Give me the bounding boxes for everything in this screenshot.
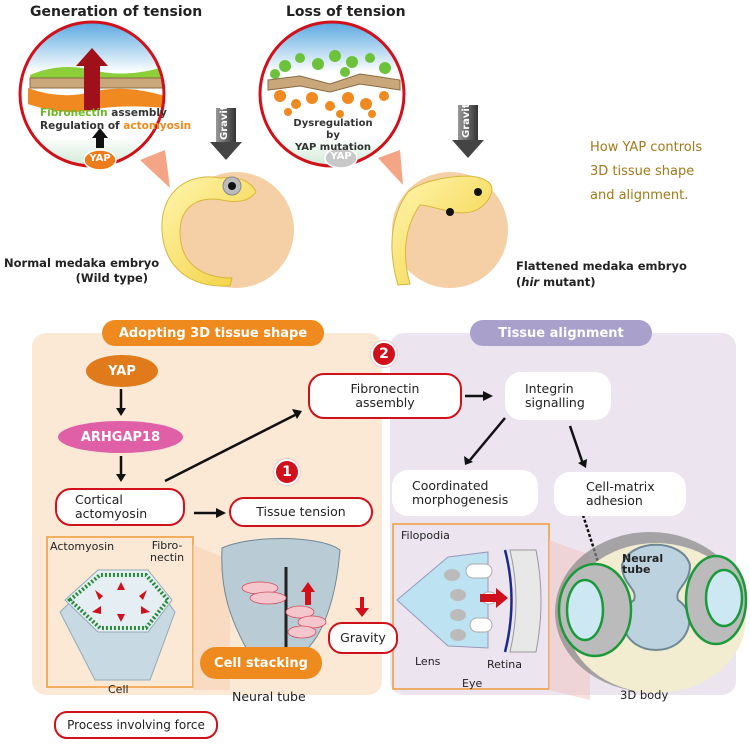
integrin-line: Integrin — [525, 381, 574, 396]
actomyosin-word: actomyosin — [123, 120, 192, 132]
assembly-word: assembly — [107, 107, 167, 119]
red-up-arrow — [76, 48, 108, 110]
actomyosin-line: actomyosin — [75, 506, 148, 521]
caption-line-1: How YAP controls — [590, 140, 703, 155]
tension-inset-right — [258, 20, 406, 169]
zoom-cone-right — [378, 150, 403, 185]
neural-tube-section — [221, 538, 341, 656]
yap-label-inactive: YAP — [330, 151, 352, 162]
gravity-arrow-right — [452, 105, 484, 158]
yap-label-active: YAP — [89, 153, 111, 164]
gravity-small-arrow — [355, 597, 369, 617]
embryo-hir-mutant — [391, 172, 508, 288]
inset-text-left: Fibronectin assembly Regulation of actom… — [40, 107, 191, 133]
embryo-label-hir-mutant: Flattened medaka embryo (hir mutant) — [516, 258, 687, 290]
marker-2: 2 — [371, 341, 397, 367]
label-3d-body: 3D body — [620, 688, 669, 702]
caption-line-2: 3D tissue shape — [590, 164, 695, 179]
node-arhgap18: ARHGAP18 — [58, 421, 183, 453]
yap-badge-active — [83, 149, 117, 171]
caption: How YAP controls 3D tissue shape and ali… — [590, 136, 702, 208]
node-gravity: Gravity — [328, 622, 398, 654]
hexagonal-cell — [59, 569, 176, 681]
signalling-line: signalling — [525, 395, 585, 410]
morphogenesis-line: morphogenesis — [412, 492, 509, 507]
label-retina: Retina — [487, 658, 522, 671]
mutant-suffix: mutant) — [539, 275, 596, 289]
embryo-label-wild-type: Normal medaka embryo (Wild type) — [4, 256, 160, 286]
embryo-label-hir-line1: Flattened medaka embryo — [516, 259, 687, 273]
tension-inset-left — [18, 20, 166, 171]
cell-matrix-line: Cell-matrix — [586, 479, 655, 494]
yap-mutation-line: YAP mutation — [294, 142, 372, 153]
label-lens: Lens — [415, 655, 441, 668]
assembly-line: assembly — [355, 395, 415, 410]
node-yap: YAP — [86, 355, 158, 387]
marker-1: 1 — [274, 459, 300, 485]
yap-badge-inactive — [324, 147, 358, 169]
cortical-line: Cortical — [75, 492, 123, 507]
label-actomyosin: Actomyosin — [50, 540, 115, 553]
label-neural-tube: Neural tube — [232, 689, 306, 704]
legend-process-involving-force: Process involving force — [54, 711, 218, 739]
label-fibronectin: Fibro- nectin — [150, 540, 184, 564]
label-cell: Cell — [108, 683, 129, 696]
header-tissue-alignment: Tissue alignment — [470, 320, 652, 346]
gravity-label-right: Gravity — [461, 96, 472, 138]
eye-illustration — [396, 549, 542, 653]
neural-line: Neural — [622, 552, 664, 565]
header-adopting-3d-tissue-shape: Adopting 3D tissue shape — [102, 320, 324, 346]
zoom-cone-left — [140, 150, 170, 188]
tube-line: tube — [622, 563, 651, 576]
body-cross-section — [555, 532, 748, 693]
coordinated-line: Coordinated — [412, 478, 489, 493]
black-up-arrow — [92, 128, 108, 148]
adhesion-line: adhesion — [586, 493, 643, 508]
label-body-neural-tube: Neural tube — [622, 553, 663, 575]
embryo-label-wild-type-line1: Normal medaka embryo — [4, 256, 160, 270]
regulation-word: Regulation of — [40, 120, 124, 132]
title-loss-of-tension: Loss of tension — [286, 4, 406, 20]
caption-line-3: and alignment. — [590, 188, 689, 203]
nectin-line: nectin — [150, 551, 185, 564]
hir-italic: hir — [521, 275, 540, 289]
dysregulation-line: Dysregulation by — [293, 118, 373, 141]
flow-arrows — [116, 389, 587, 518]
fibronectin-line: Fibronectin — [350, 381, 420, 396]
gravity-label-left: Gravity — [219, 98, 230, 140]
label-eye: Eye — [462, 677, 483, 690]
fibro-line: Fibro- — [151, 539, 183, 552]
gravity-arrow-left — [210, 108, 242, 160]
fibronectin-word: Fibronectin — [40, 107, 108, 119]
inset-text-right: Dysregulation by YAP mutation — [288, 118, 378, 154]
embryo-label-wild-type-line2: (Wild type) — [75, 271, 148, 285]
title-generation-of-tension: Generation of tension — [30, 4, 203, 20]
label-cell-stacking: Cell stacking — [200, 647, 322, 679]
embryo-wild-type — [161, 172, 294, 288]
embryo-label-hir-line2: (hir mutant) — [516, 274, 687, 290]
paren-open: ( — [516, 275, 522, 289]
node-tissue-tension: Tissue tension — [229, 497, 373, 527]
label-filopodia: Filopodia — [401, 529, 450, 542]
